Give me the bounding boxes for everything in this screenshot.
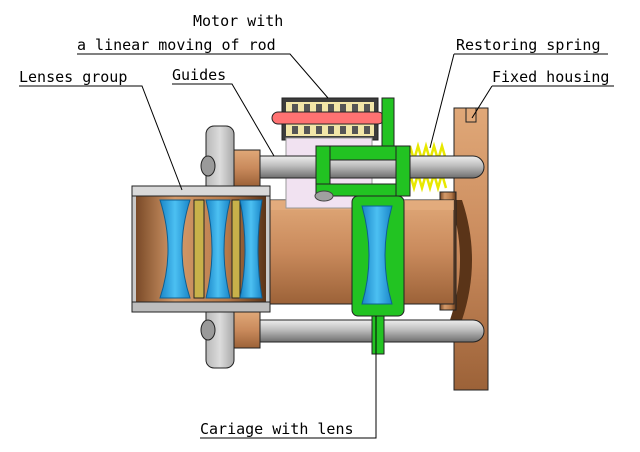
- label-lenses-group: Lenses group: [19, 68, 127, 86]
- label-guides: Guides: [172, 66, 226, 84]
- label-motor-line1: Motor with: [193, 12, 283, 30]
- label-fixed-housing: Fixed housing: [492, 68, 609, 86]
- leader-lines: [19, 53, 614, 439]
- lenses-group: [131, 185, 271, 313]
- carriage: [314, 97, 411, 355]
- restoring-spring: [408, 141, 448, 193]
- label-carriage: Cariage with lens: [200, 420, 354, 438]
- guide-rod-lower: [235, 319, 485, 343]
- label-restoring-spring: Restoring spring: [456, 36, 601, 54]
- label-motor-line2: a linear moving of rod: [77, 36, 276, 54]
